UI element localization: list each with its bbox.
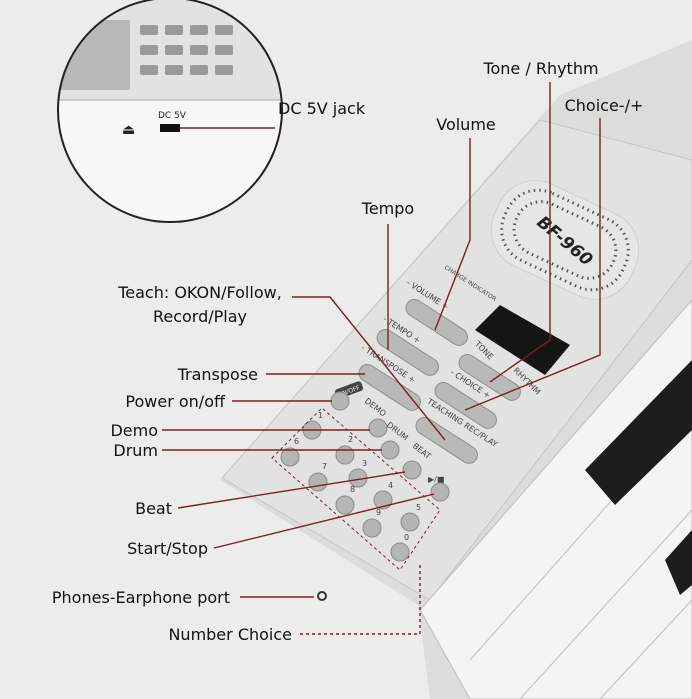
number-key-8[interactable] — [335, 495, 355, 515]
choice-button[interactable] — [432, 379, 500, 431]
label-beat: Beat — [135, 499, 172, 518]
start-stop-marking: ▶/■ — [428, 475, 444, 484]
label-number-choice: Number Choice — [168, 625, 292, 644]
label-power: Power on/off — [125, 392, 226, 411]
dc-marking: DC 5V — [158, 111, 187, 121]
number-key-9[interactable] — [362, 518, 382, 538]
digit-label: 6 — [294, 437, 299, 446]
label-tone-rhythm: Tone / Rhythm — [482, 59, 598, 78]
keypad-dashed-outline — [271, 407, 441, 571]
tone-rhythm-button[interactable] — [456, 351, 524, 403]
black-key — [665, 530, 692, 595]
digit-label: 3 — [362, 459, 367, 468]
label-volume: Volume — [436, 115, 496, 134]
label-drum: Drum — [113, 441, 158, 460]
digit-label: 7 — [322, 462, 327, 471]
label-teach-line1: Teach: OKON/Follow, — [117, 283, 282, 302]
digit-label: 1 — [318, 411, 323, 420]
beat-button[interactable] — [402, 460, 422, 480]
power-button[interactable] — [330, 391, 350, 411]
tempo-button[interactable] — [374, 326, 442, 378]
drum-button[interactable] — [380, 440, 400, 460]
label-teach-line2: Record/Play — [153, 307, 247, 326]
digit-label: 0 — [404, 533, 409, 542]
label-demo: Demo — [110, 421, 158, 440]
start-stop-button[interactable] — [430, 482, 450, 502]
number-key-4[interactable] — [373, 490, 393, 510]
digit-label: 2 — [348, 435, 353, 444]
digit-label: 8 — [350, 485, 355, 494]
digit-label: 4 — [388, 481, 393, 490]
transpose-button[interactable] — [356, 361, 424, 413]
digit-label: 9 — [376, 508, 381, 517]
label-choice: Choice-/+ — [565, 96, 644, 115]
number-key-2[interactable] — [335, 445, 355, 465]
label-phones: Phones-Earphone port — [52, 588, 230, 607]
leader-lines — [162, 82, 601, 635]
plug-icon: ⏏ — [122, 122, 135, 138]
label-start-stop: Start/Stop — [127, 539, 208, 558]
teaching-rec-play-button[interactable] — [413, 414, 481, 466]
lcd-display — [475, 305, 570, 375]
piano-keys — [419, 299, 692, 699]
label-tempo: Tempo — [361, 199, 414, 218]
dc-jack-port — [160, 124, 180, 132]
digit-label: 5 — [416, 503, 421, 512]
number-key-5[interactable] — [400, 512, 420, 532]
demo-button[interactable] — [368, 418, 388, 438]
black-key — [585, 360, 692, 505]
label-dc-jack: DC 5V jack — [278, 99, 366, 118]
speaker-grille — [490, 180, 640, 300]
earphone-port — [317, 591, 327, 601]
number-key-7[interactable] — [308, 472, 328, 492]
label-transpose: Transpose — [177, 365, 258, 384]
number-key-0[interactable] — [390, 542, 410, 562]
number-key-6[interactable] — [280, 447, 300, 467]
